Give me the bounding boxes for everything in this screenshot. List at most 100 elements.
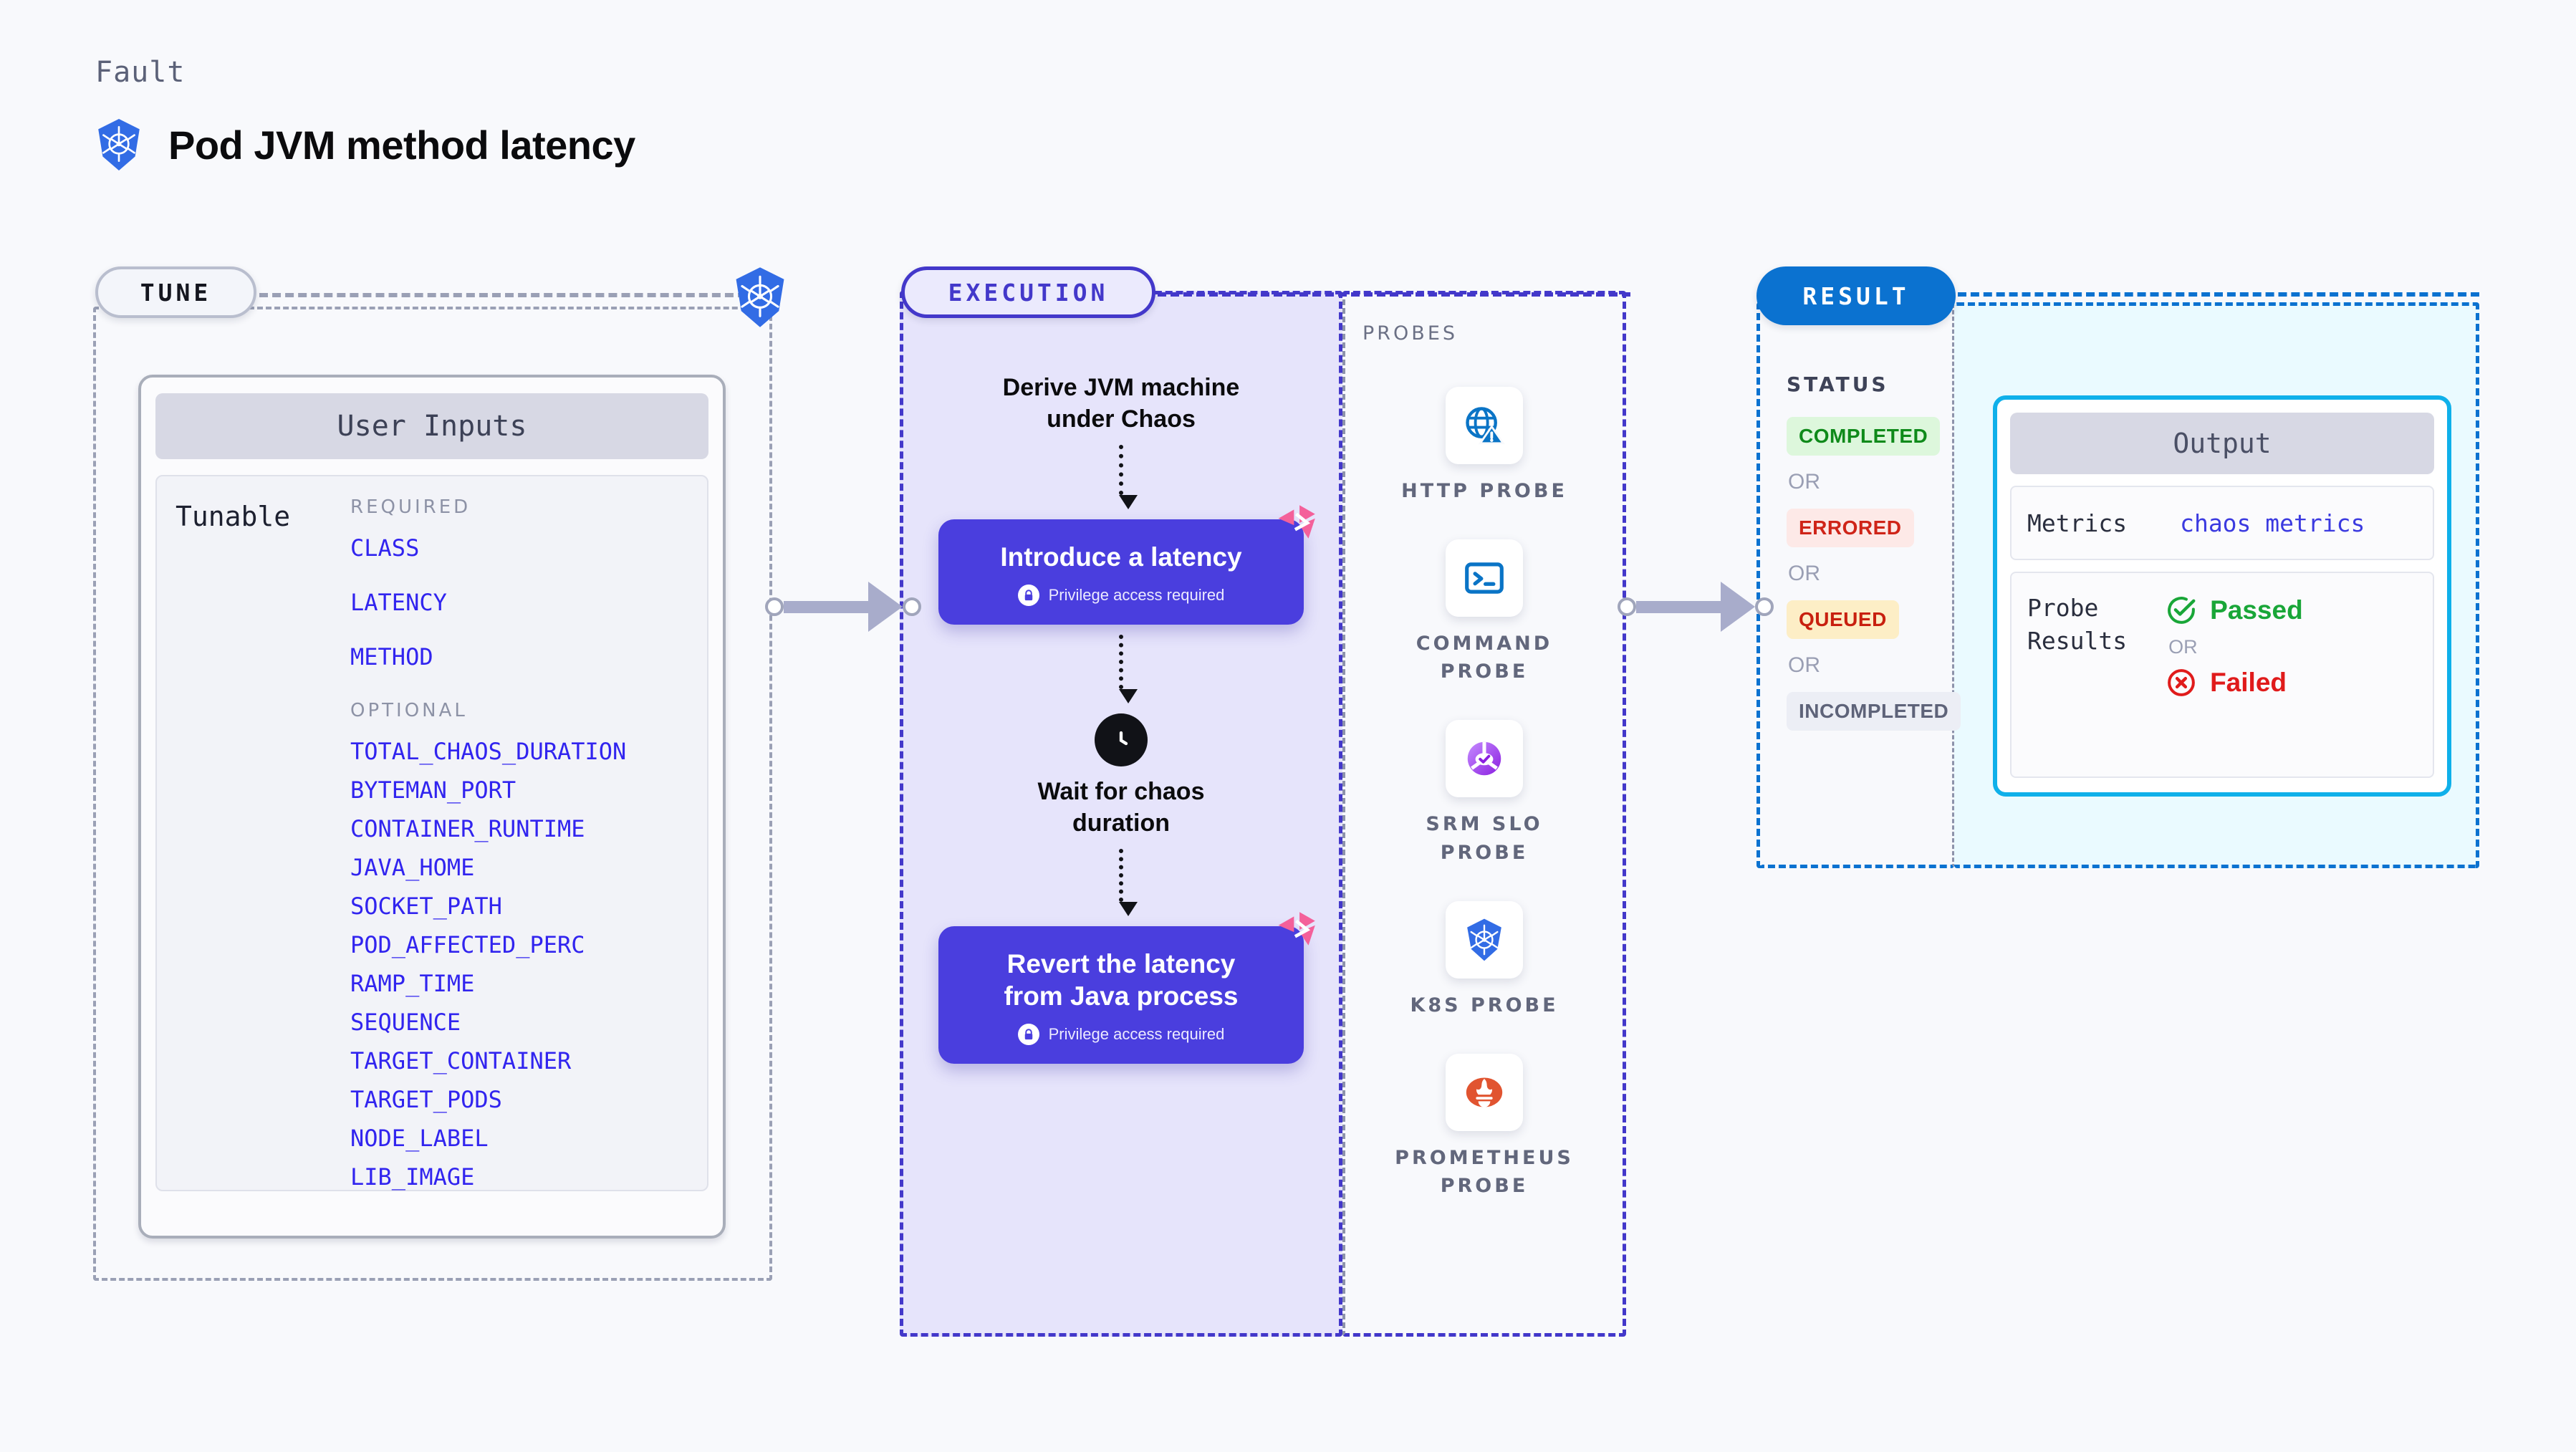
probe-label: SRM SLO PROBE [1426,813,1543,864]
status-badge-queued: QUEUED [1787,600,1899,639]
probe-srm-slo[interactable]: SRM SLO PROBE [1342,720,1626,866]
introduce-latency-card[interactable]: Introduce a latency Privilege access req… [938,505,1315,625]
result-stage-box [1756,302,1954,868]
derive-jvm-step-label: Derive JVM machine under Chaos [1002,374,1240,433]
metrics-value[interactable]: chaos metrics [2180,509,2365,537]
probe-prometheus[interactable]: PROMETHEUS PROBE [1342,1053,1626,1200]
kubernetes-icon [98,119,140,170]
privilege-text: Privilege access required [1048,1025,1225,1044]
arrow-shaft [784,600,870,613]
connector-dot [1755,597,1774,616]
lock-icon [1017,1024,1039,1046]
probe-http[interactable]: HTTP PROBE [1342,387,1626,505]
parameter-column: REQUIRED CLASS LATENCY METHOD OPTIONAL T… [350,496,723,1204]
execution-to-result-arrow [1618,582,1774,632]
probe-command[interactable]: COMMAND PROBE [1342,539,1626,686]
status-badge-completed: COMPLETED [1787,417,1941,456]
probe-results-label: Probe Results [2027,594,2128,655]
status-badge-errored: ERRORED [1787,509,1914,547]
param-class[interactable]: CLASS [350,534,420,562]
prometheus-icon [1446,1053,1523,1131]
arrow-head-icon [1721,582,1755,632]
tunable-panel: Tunable REQUIRED CLASS LATENCY METHOD OP… [155,475,708,1191]
globe-warning-icon [1446,387,1523,464]
introduce-latency-subtitle: Privilege access required [953,585,1289,607]
execution-stage-pill[interactable]: EXECUTION [901,266,1155,318]
privilege-text: Privilege access required [1048,586,1225,605]
status-badge-incompleted: INCOMPLETED [1787,692,1961,731]
required-header: REQUIRED [350,496,471,518]
metrics-label: Metrics [2027,509,2128,537]
flow-arrow-2 [1119,635,1138,704]
probe-label: K8S PROBE [1410,994,1559,1016]
probe-result-failed: Failed [2166,667,2303,698]
probe-list: HTTP PROBE COMMAND PROBE [1342,387,1626,1234]
fault-kicker: Fault [95,56,186,89]
param-target-pods[interactable]: TARGET_PODS [350,1086,502,1113]
status-section-label: STATUS [1787,372,1889,396]
srm-slo-icon [1446,720,1523,798]
output-card: Output Metrics chaos metrics Probe Resul… [1993,395,2451,797]
output-title: Output [2010,413,2434,474]
param-pod-affected-perc[interactable]: POD_AFFECTED_PERC [350,931,585,958]
page-title-text: Pod JVM method latency [168,122,635,168]
param-sequence[interactable]: SEQUENCE [350,1009,461,1036]
kubernetes-icon [736,267,784,327]
connector-dot [1618,597,1636,616]
user-inputs-card: User Inputs Tunable REQUIRED CLASS LATEN… [138,375,726,1239]
x-circle-icon [2168,669,2195,696]
probe-label: COMMAND PROBE [1416,633,1553,683]
execution-connector-line [1158,292,1630,297]
param-lib-image[interactable]: LIB_IMAGE [350,1163,475,1191]
param-socket-path[interactable]: SOCKET_PATH [350,893,502,920]
tune-stage-box [93,307,772,1281]
probe-result-or: OR [2168,636,2198,658]
status-list: COMPLETED OR ERRORED OR QUEUED OR INCOMP… [1787,417,1961,731]
probe-k8s[interactable]: K8S PROBE [1342,900,1626,1019]
tune-connector-line [259,293,746,297]
probe-label: HTTP PROBE [1401,480,1567,502]
introduce-latency-title: Introduce a latency [1000,542,1242,572]
param-byteman-port[interactable]: BYTEMAN_PORT [350,777,516,804]
revert-latency-title: Revert the latency from Java process [1004,949,1239,1011]
tune-to-execution-arrow [765,582,921,632]
wait-chaos-label: Wait for chaos duration [1037,778,1205,837]
probes-section-label: PROBES [1363,322,1458,345]
terminal-icon [1446,539,1523,617]
page-title: Pod JVM method latency [95,118,635,171]
status-or-2: OR [1788,562,1820,585]
execution-flow: Derive JVM machine under Chaos Introduce… [938,372,1315,1064]
user-inputs-title: User Inputs [155,393,708,459]
revert-latency-subtitle: Privilege access required [953,1024,1289,1046]
param-ramp-time[interactable]: RAMP_TIME [350,970,475,997]
lock-icon [1017,585,1039,607]
connector-dot [903,597,921,616]
probe-result-passed: Passed [2166,595,2303,626]
metrics-row: Metrics chaos metrics [2010,486,2434,560]
passed-label: Passed [2210,595,2303,625]
arrow-shaft [1636,600,1722,613]
param-java-home[interactable]: JAVA_HOME [350,854,475,881]
clock-icon [1095,713,1148,767]
status-or-3: OR [1788,653,1820,677]
param-target-container[interactable]: TARGET_CONTAINER [350,1047,572,1074]
param-node-label[interactable]: NODE_LABEL [350,1125,489,1152]
result-connector-line [1958,292,2479,297]
tune-stage-pill[interactable]: TUNE [95,266,256,318]
result-stage-pill[interactable]: RESULT [1756,266,1956,325]
litmus-chaos-icon [1278,505,1315,539]
param-total-chaos-duration[interactable]: TOTAL_CHAOS_DURATION [350,738,627,765]
optional-header: OPTIONAL [350,700,468,721]
param-container-runtime[interactable]: CONTAINER_RUNTIME [350,815,585,842]
arrow-head-icon [868,582,903,632]
param-method[interactable]: METHOD [350,643,433,670]
param-latency[interactable]: LATENCY [350,589,447,616]
status-or-1: OR [1788,470,1820,494]
kubernetes-icon [1446,900,1523,979]
failed-label: Failed [2210,668,2287,697]
revert-latency-card[interactable]: Revert the latency from Java process Pri… [938,912,1315,1064]
flow-arrow-3 [1119,849,1138,917]
flow-arrow-1 [1119,445,1138,510]
connector-dot [765,597,784,616]
